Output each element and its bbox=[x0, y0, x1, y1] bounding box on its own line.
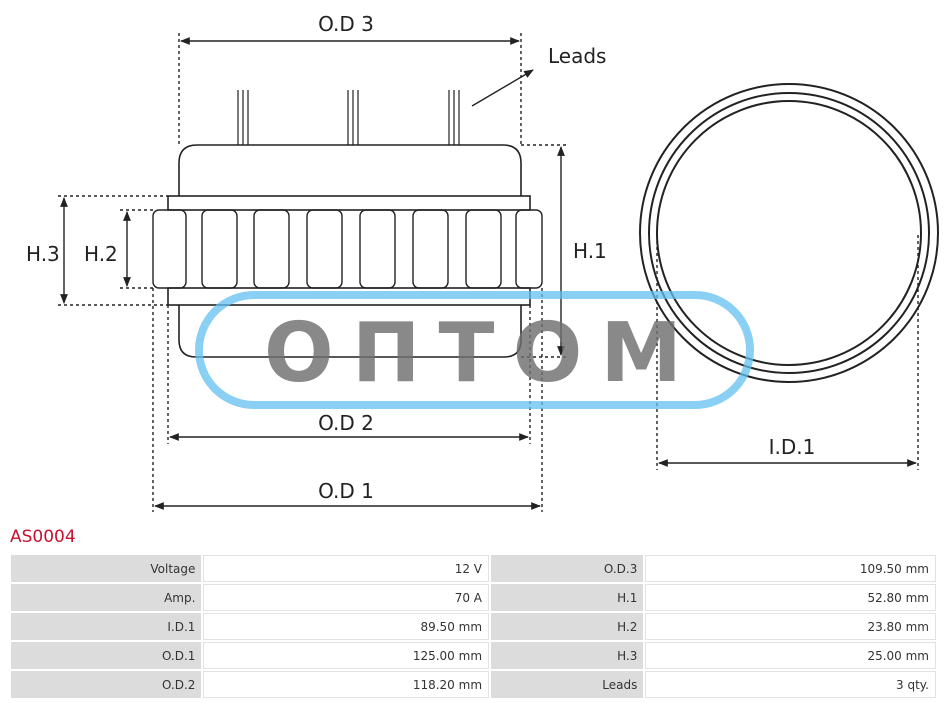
watermark-ring bbox=[195, 291, 754, 409]
spec-label: O.D.1 bbox=[11, 642, 202, 669]
spec-value: 52.80 mm bbox=[645, 584, 936, 611]
spec-label: H.2 bbox=[491, 613, 644, 640]
spec-value: 3 qty. bbox=[645, 671, 936, 698]
h3-label: H.3 bbox=[26, 242, 60, 266]
spec-value: 125.00 mm bbox=[203, 642, 490, 669]
core-plate-top bbox=[167, 195, 531, 211]
spec-value: 118.20 mm bbox=[203, 671, 490, 698]
dimension-lines bbox=[58, 33, 919, 512]
lead-wires bbox=[237, 90, 460, 145]
id1-label: I.D.1 bbox=[769, 435, 816, 459]
upper-winding bbox=[178, 144, 522, 196]
spec-label: Leads bbox=[491, 671, 644, 698]
lower-winding bbox=[178, 305, 522, 358]
spec-value: 109.50 mm bbox=[645, 555, 936, 582]
h2-label: H.2 bbox=[84, 242, 118, 266]
spec-label: H.3 bbox=[491, 642, 644, 669]
stator-diagram: O.D 3 Leads H.1 H.3 H.2 O.D 2 O.D 1 I.D.… bbox=[26, 12, 939, 512]
spec-label: H.1 bbox=[491, 584, 644, 611]
spec-value: 89.50 mm bbox=[203, 613, 490, 640]
h1-label: H.1 bbox=[573, 239, 607, 263]
watermark: ОПТОМ bbox=[195, 291, 754, 409]
outer-ring bbox=[639, 83, 939, 383]
inner-ring bbox=[656, 100, 922, 366]
spec-value: 70 A bbox=[203, 584, 490, 611]
spec-value: 23.80 mm bbox=[645, 613, 936, 640]
spec-value: 12 V bbox=[203, 555, 490, 582]
leads-pointer bbox=[471, 69, 534, 107]
core-slots bbox=[152, 209, 543, 289]
od2-label: O.D 2 bbox=[318, 411, 374, 435]
leads-label: Leads bbox=[548, 44, 606, 68]
od1-label: O.D 1 bbox=[318, 479, 374, 503]
middle-ring bbox=[648, 92, 930, 374]
spec-label: I.D.1 bbox=[11, 613, 202, 640]
stator-top-view bbox=[639, 83, 939, 383]
part-number: AS0004 bbox=[10, 527, 76, 547]
spec-label: O.D.3 bbox=[491, 555, 644, 582]
spec-label: Voltage bbox=[11, 555, 202, 582]
od3-label: O.D 3 bbox=[318, 12, 374, 36]
watermark-text: ОПТОМ bbox=[264, 306, 684, 401]
stator-side-view bbox=[152, 90, 543, 358]
spec-label: O.D.2 bbox=[11, 671, 202, 698]
spec-value: 25.00 mm bbox=[645, 642, 936, 669]
spec-label: Amp. bbox=[11, 584, 202, 611]
